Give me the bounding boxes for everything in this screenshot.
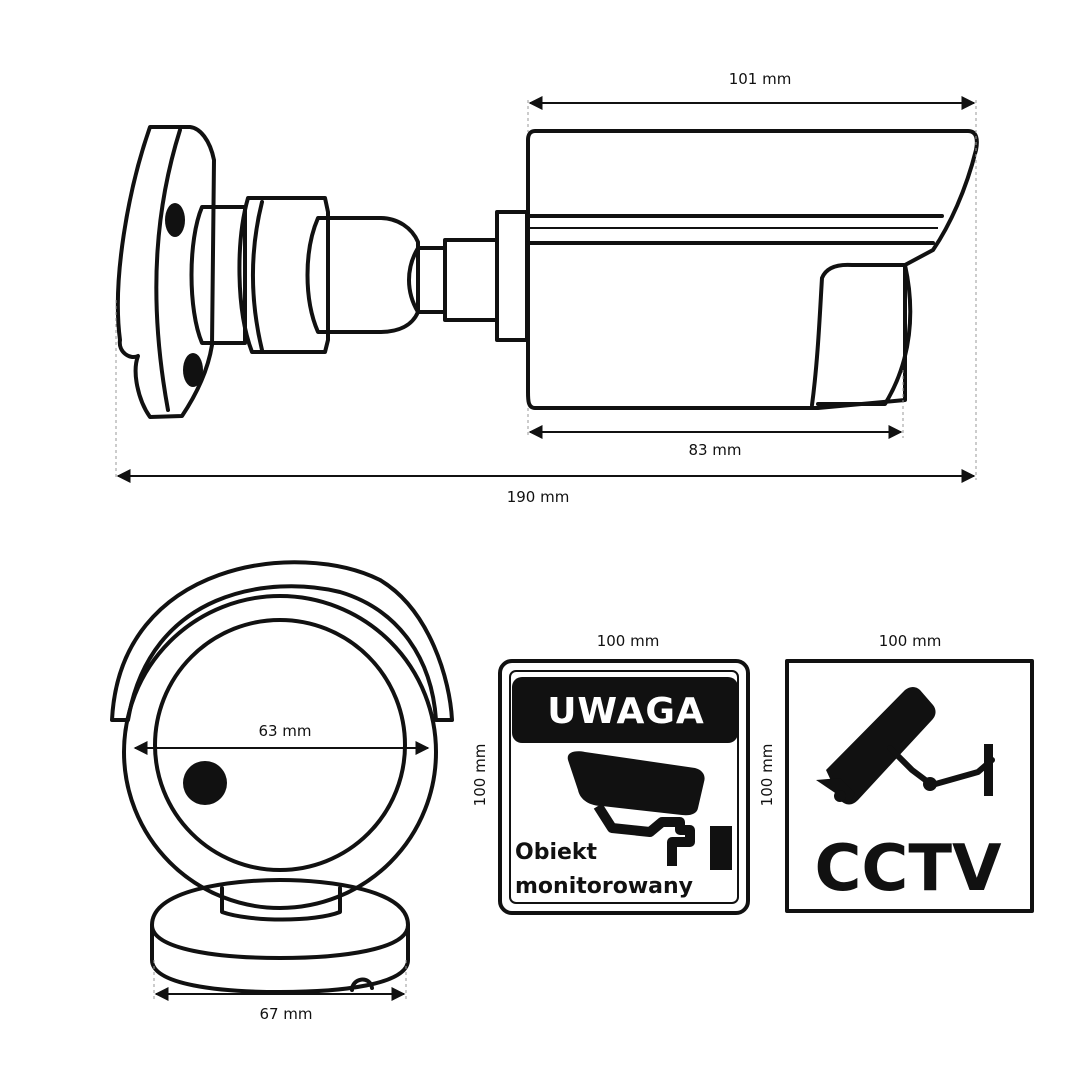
camera-front-view: 63 mm 67 mm bbox=[110, 560, 454, 1023]
dim-label-base-diameter: 67 mm bbox=[259, 1005, 312, 1023]
sign-uwaga-width-label: 100 mm bbox=[597, 632, 660, 650]
mount-screw-hole bbox=[183, 353, 203, 387]
joint-neck bbox=[407, 246, 447, 314]
camera-side-view: 101 mm 83 mm 190 mm bbox=[115, 70, 979, 506]
camera-front-housing bbox=[122, 594, 438, 910]
sign-uwaga-height-label: 100 mm bbox=[471, 744, 489, 807]
sign-uwaga-inner-frame bbox=[509, 670, 739, 904]
camera-bracket-collar bbox=[495, 210, 529, 342]
mount-neck bbox=[220, 886, 342, 922]
sign-cctv: 100 mm 100 mm CCTV bbox=[758, 632, 1034, 913]
mount-plate bbox=[115, 125, 216, 419]
mount-plate-inner-edge bbox=[154, 128, 182, 412]
joint-ring-2 bbox=[237, 196, 330, 354]
sign-cctv-height-label: 100 mm bbox=[758, 744, 776, 807]
sign-cctv-width-label: 100 mm bbox=[879, 632, 942, 650]
dim-label-housing-length: 101 mm bbox=[729, 70, 792, 88]
sign-uwaga-line2: monitorowany bbox=[515, 874, 693, 899]
dim-label-lens-diameter: 63 mm bbox=[258, 722, 311, 740]
joint-ring-1 bbox=[189, 205, 247, 345]
camera-bracket-stub bbox=[443, 238, 499, 322]
lens-ring bbox=[153, 618, 407, 872]
joint-arm bbox=[305, 216, 420, 334]
sign-uwaga-title: UWAGA bbox=[547, 691, 705, 732]
lens-front-cover bbox=[810, 262, 913, 407]
sign-uwaga-line1: Obiekt bbox=[515, 840, 598, 865]
security-camera-icon bbox=[816, 687, 995, 805]
dim-label-body-length: 83 mm bbox=[688, 441, 741, 459]
sign-uwaga-title-bar bbox=[512, 677, 738, 743]
security-camera-icon bbox=[567, 751, 732, 870]
dim-label-total-length: 190 mm bbox=[507, 488, 570, 506]
joint-ring-3 bbox=[251, 200, 264, 352]
ir-led-dot bbox=[183, 761, 227, 805]
camera-housing bbox=[526, 129, 979, 410]
sign-cctv-frame bbox=[785, 659, 1034, 913]
sign-uwaga: 100 mm 100 mm UWAGA Obiekt monitorowany bbox=[471, 632, 750, 915]
sign-uwaga-frame bbox=[498, 659, 750, 915]
mount-screw-hole bbox=[165, 203, 185, 237]
sunshield-outer-arc bbox=[110, 560, 454, 722]
sign-cctv-text: CCTV bbox=[814, 832, 1002, 906]
